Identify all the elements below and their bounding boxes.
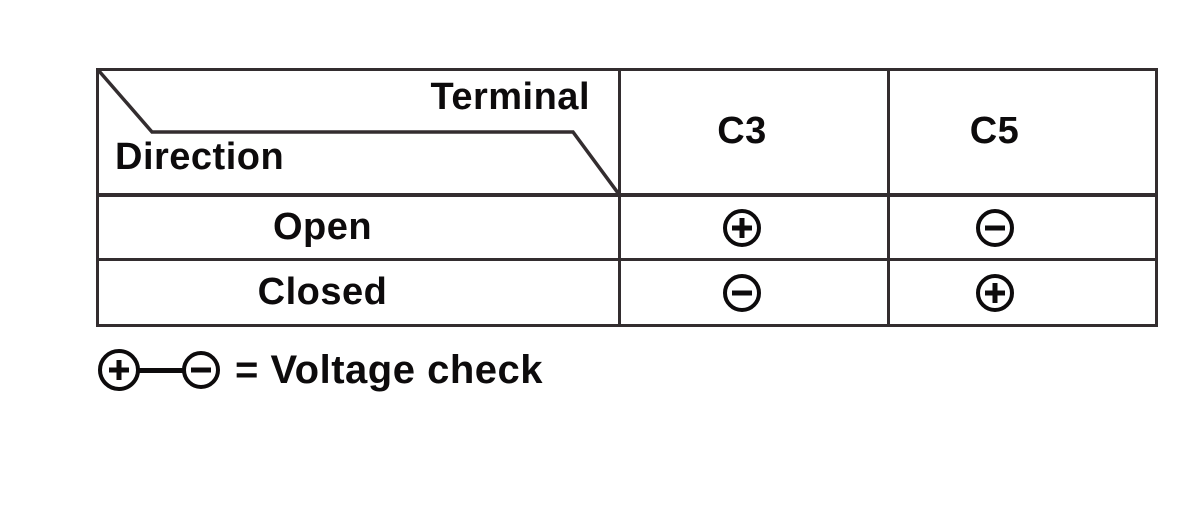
row-open-c3-cell [621,197,890,261]
terminal-header-label: Terminal [430,76,590,118]
row-closed-c5-cell [890,261,1155,324]
column-header-c5: C5 [890,71,1155,197]
legend-label: = Voltage check [235,348,544,392]
row-closed-label: Closed [257,270,388,313]
plus-symbol-icon [723,208,761,247]
table-corner-cell: Terminal Direction [99,71,621,197]
row-closed-direction-cell: Closed [99,261,621,324]
voltage-check-table: Terminal Direction C3 C5 Open Closed [96,68,1158,327]
column-header-c3-label: C3 [717,110,767,153]
minus-symbol-icon [723,273,761,312]
row-open-direction-cell: Open [99,197,621,261]
column-header-c3: C3 [621,71,890,197]
direction-header-label: Direction [115,136,285,178]
row-open-label: Open [272,205,373,248]
minus-symbol-icon [975,208,1014,247]
header-diagonal-divider [99,71,618,193]
minus-symbol-icon [182,351,220,389]
column-header-c5-label: C5 [969,110,1020,153]
voltage-check-legend: = Voltage check [98,348,543,392]
plus-symbol-icon [975,273,1014,312]
dash-connector [138,367,184,373]
row-open-c5-cell [890,197,1155,261]
plus-symbol-icon [98,349,140,391]
row-closed-c3-cell [621,261,890,324]
